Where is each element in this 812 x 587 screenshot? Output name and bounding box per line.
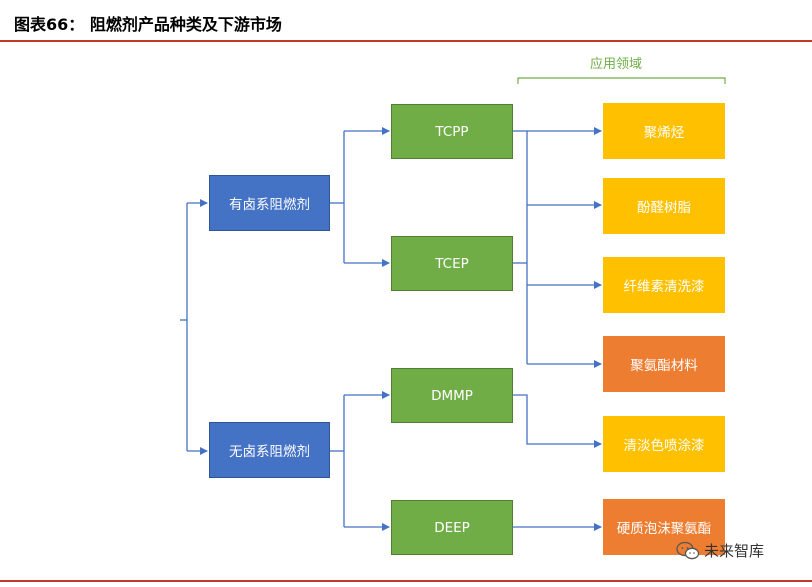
figure-title: 图表66： 阻燃剂产品种类及下游市场	[14, 15, 282, 34]
application-polyurethane: 聚氨酯材料	[603, 336, 725, 392]
chemical-tcep: TCEP	[391, 236, 513, 291]
wechat-icon	[676, 541, 700, 559]
application-bracket-label: 应用领域	[590, 57, 643, 72]
chemical-deep: DEEP	[391, 500, 513, 555]
application-cellulose-lacquer: 纤维素清洗漆	[603, 257, 725, 313]
application-bracket	[517, 77, 726, 84]
category-nonhalogen: 无卤系阻燃剂	[209, 422, 330, 478]
header-rule	[0, 40, 812, 42]
chemical-dmmp: DMMP	[391, 368, 513, 423]
footer-rule	[0, 580, 812, 582]
application-light-spray-paint: 清淡色喷涂漆	[603, 416, 725, 472]
watermark: 未来智库	[676, 540, 764, 561]
watermark-text: 未来智库	[704, 542, 765, 560]
application-polyolefin: 聚烯烃	[603, 103, 725, 159]
chemical-tcpp: TCPP	[391, 104, 513, 159]
edge-dmmp-to-spray-paint	[513, 394, 602, 448]
application-phenolic-resin: 酚醛树脂	[603, 178, 725, 234]
application-rigid-foam-polyurethane: 硬质泡沫聚氨酯	[603, 499, 725, 555]
category-halogen: 有卤系阻燃剂	[209, 175, 330, 231]
